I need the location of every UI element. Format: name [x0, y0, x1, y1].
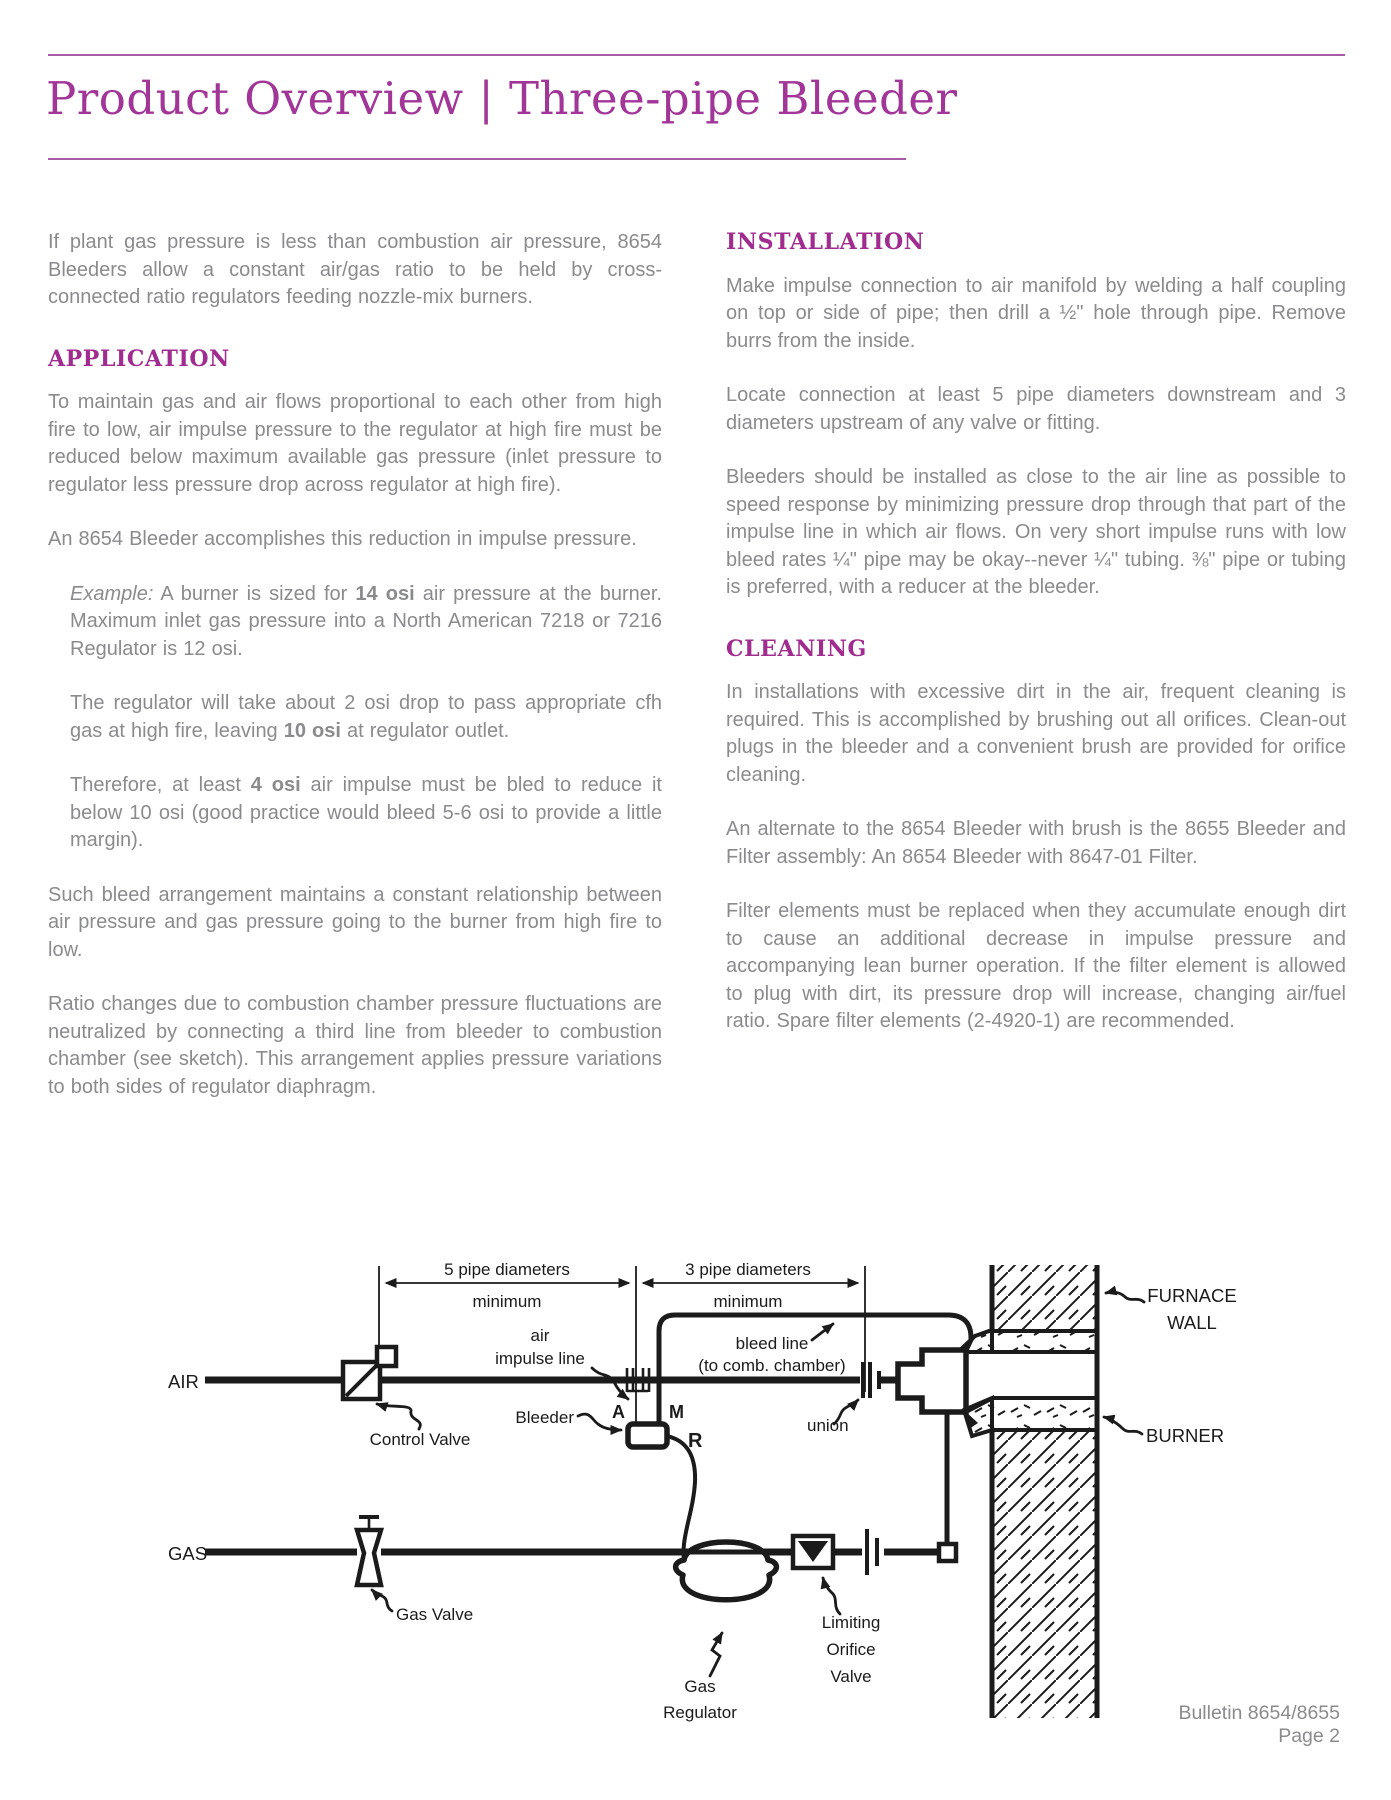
air-label: AIR: [168, 1371, 199, 1392]
burner-label: BURNER: [1146, 1425, 1224, 1446]
port-a-label: A: [612, 1402, 625, 1422]
left-column: If plant gas pressure is less than combu…: [48, 229, 662, 1128]
gas-valve-symbol: [353, 1515, 385, 1588]
air-burner-union: [861, 1362, 900, 1398]
gas-union-symbol: [865, 1529, 879, 1575]
intro-paragraph: If plant gas pressure is less than combu…: [48, 231, 662, 308]
top-rule: [48, 54, 1345, 56]
label-3-pipe-diameters: 3 pipe diameters: [685, 1260, 811, 1279]
gas-regulator-symbol: [672, 1539, 780, 1603]
title-underline-rule: [48, 158, 906, 160]
page-footer: Bulletin 8654/8655 Page 2: [1178, 1702, 1340, 1748]
gas-regulator-label-2: Regulator: [663, 1703, 737, 1722]
port-m-label: M: [669, 1402, 684, 1422]
union-label: union: [807, 1416, 849, 1435]
installation-paragraph-2: Locate connection at least 5 pipe diamet…: [726, 384, 1346, 434]
footer-page-number: Page 2: [1278, 1725, 1340, 1747]
cleaning-paragraph-3: Filter elements must be replaced when th…: [726, 900, 1346, 1032]
limiting-orifice-valve-symbol: [790, 1533, 836, 1571]
bleeder-symbol: [625, 1421, 670, 1450]
label-5-pipe-minimum: minimum: [473, 1292, 542, 1311]
installation-heading: INSTALLATION: [726, 229, 925, 255]
installation-paragraph-3: Bleeders should be installed as close to…: [726, 466, 1346, 598]
lov-label-3: Valve: [830, 1667, 871, 1686]
footer-bulletin: Bulletin 8654/8655: [1178, 1702, 1340, 1724]
cleaning-heading: CLEANING: [726, 635, 867, 662]
furnace-wall: [989, 1265, 1100, 1718]
port-r-label: R: [688, 1430, 703, 1452]
application-heading: APPLICATION: [48, 345, 230, 372]
control-valve-symbol: [340, 1344, 399, 1402]
callouts: Control Valve air impulse line bleed lin…: [370, 1285, 1237, 1722]
bleeder-label: Bleeder: [515, 1408, 574, 1427]
example-paragraph-1: Example: A burner is sized for 14 osi ai…: [70, 582, 662, 660]
gas-regulator-label-1: Gas: [684, 1677, 715, 1696]
gas-valve-label: Gas Valve: [396, 1605, 473, 1624]
application-paragraph-2: An 8654 Bleeder accomplishes this reduct…: [48, 528, 637, 550]
piping-diagram: 5 pipe diameters minimum 3 pipe diameter…: [168, 1260, 1237, 1722]
air-line: AIR: [168, 1344, 900, 1402]
air-impulse-label-1: air: [531, 1326, 550, 1345]
bleeder-assembly: A M R: [612, 1312, 994, 1567]
label-3-pipe-minimum: minimum: [714, 1292, 783, 1311]
bleed-line-label-1: bleed line: [736, 1334, 809, 1353]
lov-label-2: Orifice: [826, 1640, 875, 1659]
furnace-wall-label-1: FURNACE: [1147, 1285, 1236, 1306]
cleaning-paragraph-2: An alternate to the 8654 Bleeder with br…: [726, 818, 1346, 868]
bleed-line-pipe: [656, 1312, 974, 1424]
gas-line: GAS: [168, 1412, 959, 1603]
application-paragraph-3: Such bleed arrangement maintains a const…: [48, 883, 662, 961]
lov-label-1: Limiting: [822, 1613, 881, 1632]
air-union-ticks: [625, 1368, 651, 1393]
gas-riser: [936, 1412, 959, 1564]
right-column: INSTALLATION Make impulse connection to …: [726, 229, 1346, 1063]
installation-paragraph-1: Make impulse connection to air manifold …: [726, 274, 1346, 352]
application-paragraph-4: Ratio changes due to combustion chamber …: [48, 993, 662, 1098]
example-paragraph-3: Therefore, at least 4 osi air impulse mu…: [70, 774, 662, 851]
air-impulse-label-2: impulse line: [495, 1349, 585, 1368]
label-5-pipe-diameters: 5 pipe diameters: [444, 1260, 570, 1279]
cleaning-paragraph-1: In installations with excessive dirt in …: [726, 681, 1346, 786]
burner-body: [895, 1347, 994, 1439]
gas-label: GAS: [168, 1543, 207, 1564]
bleed-line-label-2: (to comb. chamber): [698, 1356, 845, 1375]
page-title: Product Overview | Three-pipe Bleeder: [46, 72, 958, 125]
application-paragraph-1: To maintain gas and air flows proportion…: [48, 391, 662, 496]
example-paragraph-2: The regulator will take about 2 osi drop…: [70, 692, 662, 742]
control-valve-label: Control Valve: [370, 1430, 471, 1449]
r-impulse-line: [665, 1434, 698, 1567]
dimension-lines: 5 pipe diameters minimum 3 pipe diameter…: [378, 1260, 866, 1424]
furnace-wall-label-2: WALL: [1167, 1312, 1217, 1333]
